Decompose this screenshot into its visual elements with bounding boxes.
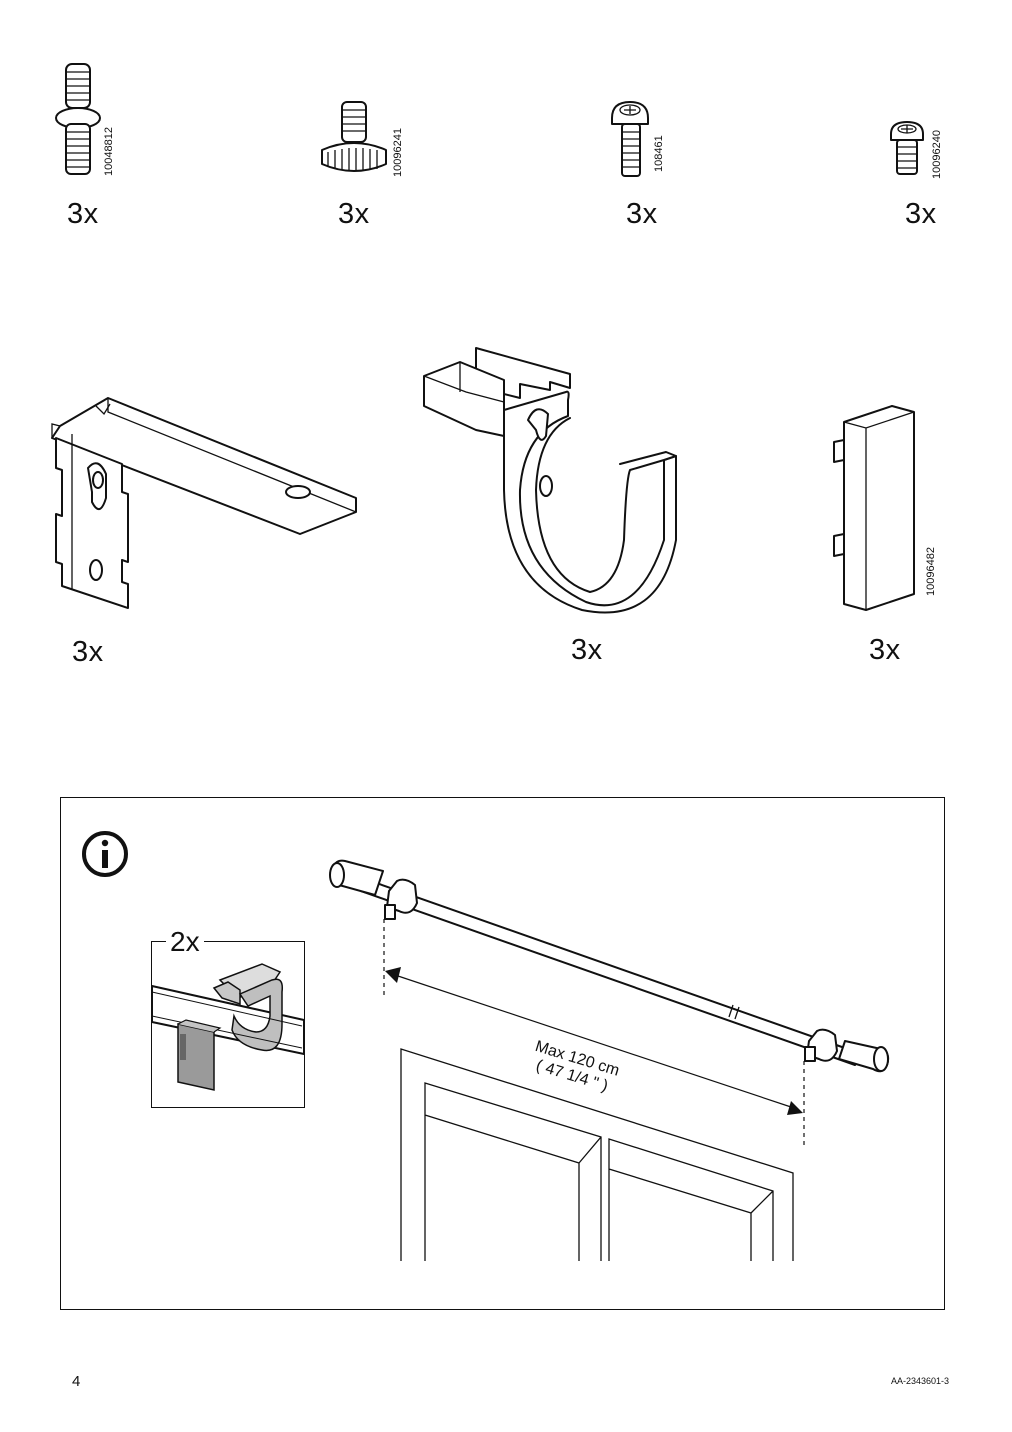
knurled-thumb-screw-icon (321, 101, 387, 172)
double-threaded-stud-icon (55, 63, 101, 175)
short-screw-icon (890, 121, 924, 175)
info-panel (60, 797, 945, 1310)
quantity-label: 3x (626, 198, 658, 230)
part-number: 10048812 (103, 127, 115, 176)
wall-bracket-icon (51, 397, 357, 609)
quantity-label: 3x (905, 198, 937, 230)
curtain-rod-illustration (329, 859, 890, 1145)
document-id: AA-2343601-3 (890, 1376, 949, 1386)
window-illustration (400, 1048, 794, 1261)
quantity-label: 3x (571, 634, 603, 666)
part-number: 10096241 (392, 128, 404, 177)
info-icon (82, 831, 128, 877)
page-number: 4 (72, 1373, 81, 1390)
quantity-label: 3x (67, 198, 99, 230)
pan-head-screw-icon (611, 101, 649, 177)
detail-quantity: 2x (166, 928, 204, 956)
end-cap-block-icon (833, 405, 915, 611)
quantity-label: 3x (72, 636, 104, 668)
quantity-label: 3x (338, 198, 370, 230)
part-number: 10096482 (925, 547, 937, 596)
rod-holder-hook-icon (423, 347, 677, 614)
rod-in-holder-detail-icon (151, 963, 305, 1091)
quantity-label: 3x (869, 634, 901, 666)
part-number: 108461 (653, 135, 665, 172)
part-number: 10096240 (931, 130, 943, 179)
